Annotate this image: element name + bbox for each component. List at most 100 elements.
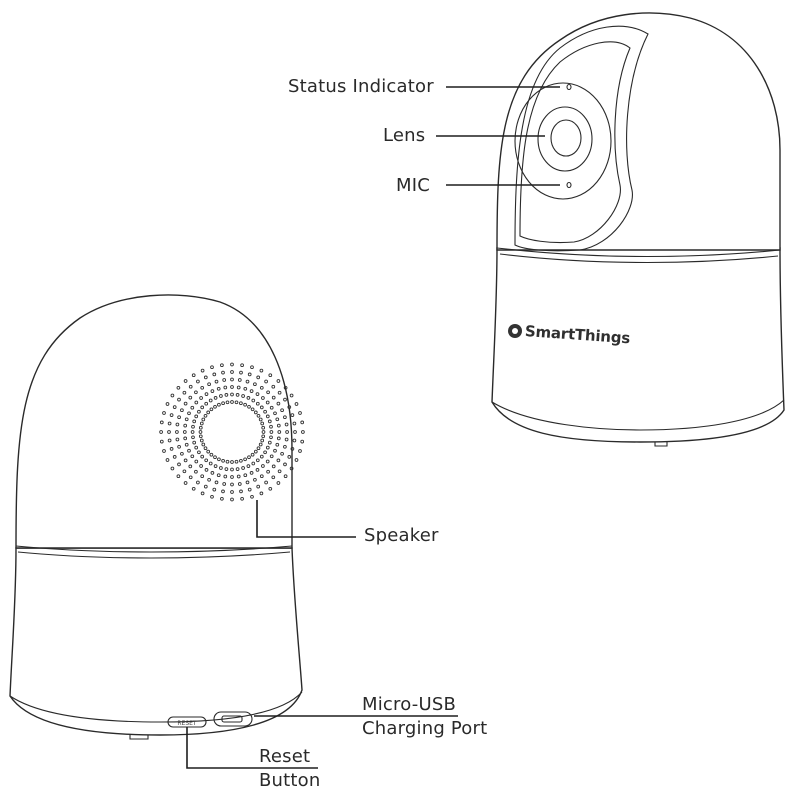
speaker-hole [250,452,255,457]
speaker-hole [260,438,265,443]
speaker-hole [263,409,267,414]
speaker-hole [283,444,287,449]
speaker-hole [230,385,234,389]
speaker-hole [243,386,248,391]
speaker-hole [170,393,175,398]
speaker-hole [177,397,181,402]
speaker-hole [258,417,263,422]
speaker-hole [259,454,264,459]
speaker-hole [204,401,209,406]
speaker-hole [255,401,260,406]
speaker-hole [188,395,193,400]
speaker-hole [276,481,281,485]
speaker-hole [217,402,221,407]
speaker-hole [289,466,294,471]
speaker-hole [194,459,199,464]
speaker-hole [221,401,225,406]
speaker-hole [188,464,193,469]
speaker-hole [167,421,172,426]
speaker-hole [159,439,164,444]
speaker-hole [175,422,180,427]
lens-inner-ring [550,119,582,157]
back-camera-bottom-rim [9,691,303,723]
speaker-hole [207,477,211,482]
speaker-hole [260,421,265,426]
speaker-hole [200,405,205,410]
speaker-hole [287,455,292,459]
speaker-hole [203,446,208,451]
speaker-hole [253,410,258,415]
reset-leader [186,727,318,769]
speaker-hole [264,379,268,384]
speaker-hole [162,411,166,415]
speaker-hole [247,372,252,377]
speaker-hole [298,449,302,453]
speaker-hole [194,445,199,450]
speaker-hole [250,365,254,370]
smartthings-logo-icon-center [512,328,518,334]
speaker-hole [224,467,229,471]
speaker-hole [277,469,282,474]
speaker-hole [292,421,297,426]
speaker-hole [259,405,264,410]
speaker-hole [204,468,209,472]
speaker-hole [213,404,217,409]
speaker-hole [230,482,234,487]
speaker-hole [276,458,281,463]
speaker-hole [247,404,251,409]
front-camera-base [491,247,785,443]
speaker-hole [245,379,250,384]
speaker-hole [249,471,254,475]
speaker-hole [253,449,258,454]
speaker-hole [221,458,225,463]
speaker-hole [194,414,199,419]
front-camera-face-outer [514,25,649,252]
lens-label: Lens [383,125,426,146]
micro-usb-socket [221,715,243,723]
status-indicator-dot [566,83,572,91]
speaker-hole [230,490,234,494]
speaker-hole [283,397,287,402]
speaker-hole [239,489,243,494]
speaker-hole [213,455,217,460]
speaker-hole [199,421,204,426]
front-callouts [436,86,560,186]
speaker-hole [298,411,302,415]
speaker-hole [219,394,223,398]
speaker-hole [210,389,215,393]
speaker-hole [283,474,288,479]
speaker-hole [191,486,196,491]
speaker-hole [237,378,242,382]
speaker-hole [199,396,203,400]
speaker-hole [212,487,217,492]
reset-label-line1: Reset [259,746,311,767]
speaker-hole [266,390,270,395]
speaker-hole [271,464,276,469]
speaker-hole [253,477,257,482]
speaker-hole [284,437,289,442]
speaker-hole [200,474,205,479]
speaker-hole [192,419,197,424]
speaker-hole [225,400,230,405]
speaker-hole [269,424,273,429]
speaker-hole [172,405,177,409]
speaker-hole [183,436,188,441]
speaker-hole [176,385,181,390]
speaker-hole [200,454,205,459]
speaker-hole [167,438,172,443]
speaker-hole [230,362,234,367]
speaker-hole [294,402,299,406]
speaker-hole [224,393,229,397]
speaker-hole [198,434,203,439]
micro-usb-port [213,711,253,727]
speaker-hole [245,480,250,485]
speaker-hole [210,494,214,499]
mic-label: MIC [396,175,431,196]
speaker-hole [197,450,201,455]
speaker-hole [198,425,203,430]
speaker-hole [230,400,234,404]
speaker-hole [269,435,273,440]
reset-port-label: RESET [177,720,197,727]
speaker-hole [210,471,215,475]
speaker-hole [204,458,209,463]
